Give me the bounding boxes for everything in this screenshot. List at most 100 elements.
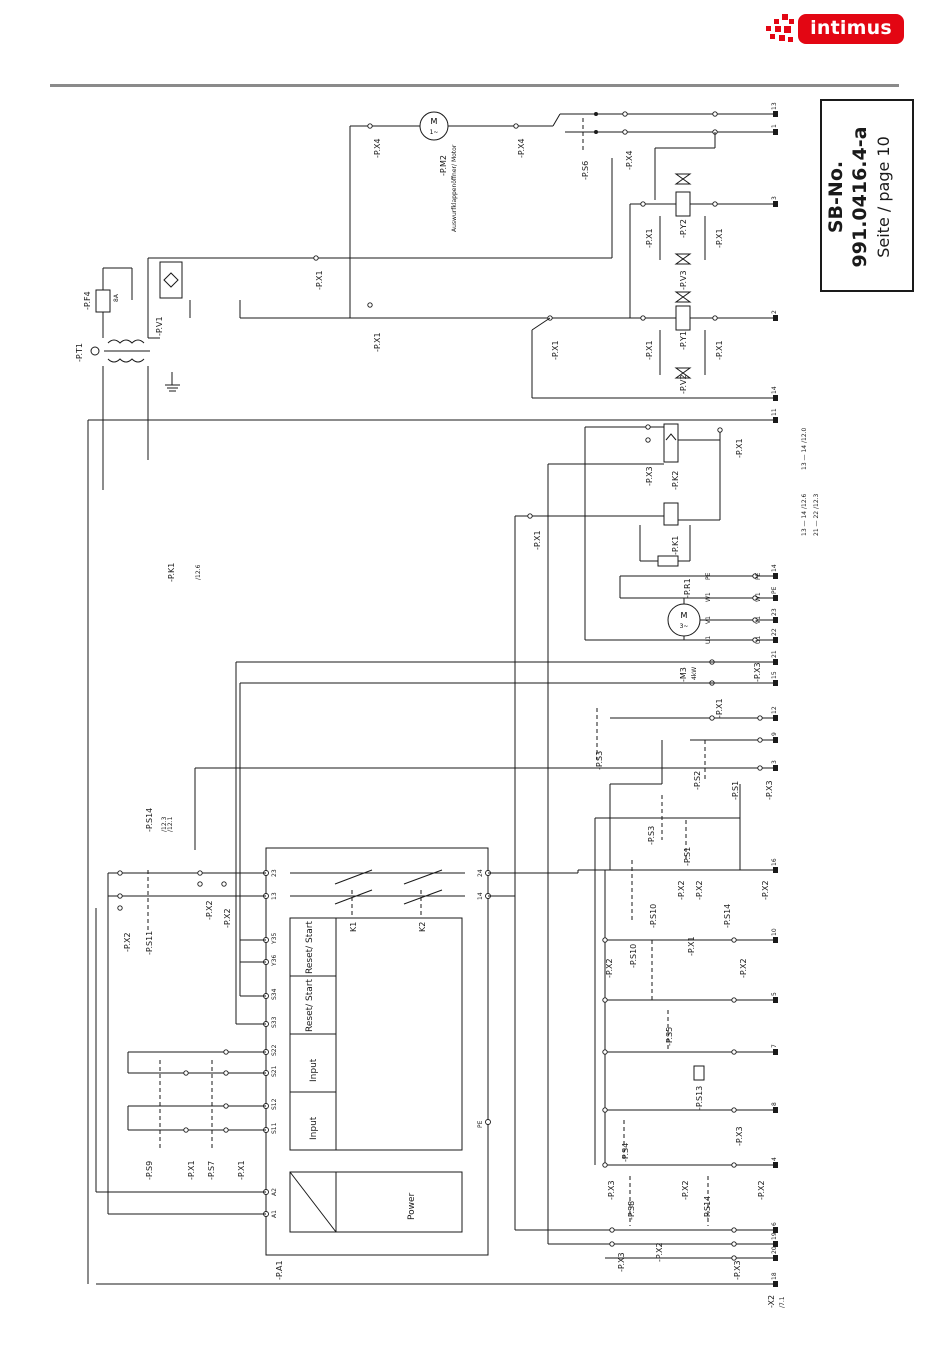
svg-text:Y35: Y35: [271, 933, 278, 945]
component-labels: -P.F4 8A -P.T1 -P.V1 -P.M2 Auswurfklappe…: [75, 138, 820, 1308]
label-switch-s13: -P.S13: [695, 1086, 704, 1110]
label-motor-m2: -P.M2: [439, 155, 448, 176]
svg-text:V1: V1: [755, 616, 762, 624]
rail-number: 12: [771, 706, 778, 714]
switch-bank-left: [95, 870, 266, 1215]
title-block: SB-No. 991.0416.4-a Seite / page 10: [820, 99, 914, 292]
rail-number: PE: [771, 586, 778, 594]
rail-number: 6: [771, 1222, 778, 1226]
safety-relay-pin-labels: A1 A2 S11 S12 S21 S22 S33 S34 Y36 Y35 13…: [271, 869, 484, 1218]
rail-number: 16: [771, 858, 778, 866]
switch-bank-upper: [194, 708, 773, 871]
label-terminal-x1-k: -P.X1: [687, 936, 696, 956]
svg-text:14: 14: [477, 892, 484, 900]
label-switch-s14-low: -P.S14: [703, 1196, 712, 1220]
svg-text:S21: S21: [271, 1065, 278, 1077]
label-switch-s14-top: -P.S14: [145, 808, 154, 832]
rail-number: 13: [771, 102, 778, 110]
rail-number: 11: [771, 408, 778, 416]
label-k2-contacts: 13 — 14 /12.0: [801, 427, 808, 470]
svg-text:U1: U1: [705, 636, 712, 644]
label-switch-s14: -P.S14: [723, 904, 732, 928]
rail-number: 19: [771, 1232, 778, 1240]
motor-m2-phase: 1~: [430, 129, 439, 136]
motor-m3-phase: 3~: [680, 623, 689, 630]
label-terminal-x1-b: -P.X1: [373, 332, 382, 352]
label-rectifier: -P.V1: [155, 316, 164, 336]
rail-number: 1: [771, 124, 778, 128]
rail-number: 7: [771, 1044, 778, 1048]
svg-text:S33: S33: [271, 1016, 278, 1028]
label-terminal-x2-a: -P.X2: [123, 932, 132, 952]
brand-wordmark: intimus: [810, 17, 892, 39]
rail-number: 18: [771, 1272, 778, 1280]
fuse-body: [95, 289, 111, 313]
svg-text:S22: S22: [271, 1044, 278, 1056]
label-terminal-x1-h: -P.X1: [735, 438, 744, 458]
label-terminal-x2-e: -P.X2: [695, 880, 704, 900]
label-s14-ref-b: /12.1: [167, 816, 174, 832]
label-terminal-x1-g: -P.X1: [715, 340, 724, 360]
svg-text:Y36: Y36: [271, 955, 278, 967]
label-terminal-x3-f: -P.X3: [617, 1252, 626, 1272]
label-switch-s3: -P.S3: [647, 826, 656, 845]
valve-section: [531, 173, 773, 399]
label-terminal-strip: -X2: [767, 1295, 776, 1308]
label-switch-s11: -P.S11: [145, 931, 154, 955]
label-motor-m2-desc: Auswurfklappenöffner/ Motor: [451, 144, 458, 232]
label-input-block-1: Input: [309, 1116, 319, 1140]
valve-y1-coil: [675, 305, 691, 331]
label-pe: PE: [477, 1120, 484, 1128]
svg-text:W1: W1: [755, 592, 762, 602]
transformer-primary-coil: [107, 358, 145, 363]
rail-number: 2: [771, 310, 778, 314]
label-terminal-x3-d: -P.X3: [735, 1126, 744, 1146]
svg-text:13: 13: [271, 892, 278, 900]
label-terminal-x2-g: -P.X2: [605, 958, 614, 978]
label-terminal-x3-c: -P.X3: [765, 780, 774, 800]
label-terminal-x2-k: -P.X2: [655, 1242, 664, 1262]
label-reset-block-2: Reset/ Start: [305, 921, 315, 974]
label-terminal-x4-c: -P.X4: [625, 150, 634, 170]
switch-bank-lower: [96, 818, 773, 1285]
rail-number: 3: [771, 196, 778, 200]
label-switch-s3-top: -P.S3: [595, 751, 604, 770]
label-switch-s4: -P.S4: [621, 1143, 630, 1162]
label-switch-s10-a: -P.S10: [649, 904, 658, 928]
svg-text:V1: V1: [705, 616, 712, 624]
motor-m2-letter: M: [431, 117, 438, 126]
label-terminal-x2-f: -P.X2: [761, 880, 770, 900]
label-valve-v3: -P.V3: [679, 270, 688, 290]
label-terminal-x1-d: -P.X1: [645, 228, 654, 248]
label-valve-v2: -P.V2: [679, 374, 688, 394]
safety-relay-power-block: [289, 1171, 463, 1233]
rail-number: 21: [771, 650, 778, 658]
label-terminal-x2-i: -P.X2: [681, 1180, 690, 1200]
label-terminal-x1-a: -P.X1: [315, 270, 324, 290]
label-terminal-x2-d: -P.X2: [677, 880, 686, 900]
rail-number: 10: [771, 928, 778, 936]
rail-number: 22: [771, 628, 778, 636]
label-switch-s8: -P.S8: [627, 1201, 636, 1220]
label-main-motor-power: 4kW: [691, 667, 698, 680]
label-terminal-x3-g: -P.X3: [733, 1260, 742, 1280]
label-terminal-x1-c: -P.X1: [551, 340, 560, 360]
motor-terminal-labels: U1 V1 W1 PE W1 V1 U1 PE: [705, 572, 762, 644]
right-rail-terminals: [773, 111, 778, 1287]
label-s14-ref-a: /12.3: [161, 816, 168, 832]
rectifier-body: [159, 261, 183, 299]
label-relay-k1: -P.K1: [671, 536, 680, 555]
label-input-block-2: Input: [309, 1058, 319, 1082]
label-valve-y1: -P.Y1: [679, 331, 688, 350]
label-switch-s5: -P.S5: [665, 1027, 674, 1046]
svg-text:W1: W1: [705, 592, 712, 602]
svg-text:S34: S34: [271, 988, 278, 1000]
label-switch-s1-top: -P.S1: [731, 781, 740, 800]
label-terminal-x4-a: -P.X4: [373, 138, 382, 158]
label-k1-contacts-a: 13 — 14 /12.6: [801, 493, 808, 536]
rail-number: 4: [771, 1157, 778, 1161]
label-contact-k1: K1: [349, 922, 358, 932]
label-switch-s7: -P.S7: [207, 1161, 216, 1180]
